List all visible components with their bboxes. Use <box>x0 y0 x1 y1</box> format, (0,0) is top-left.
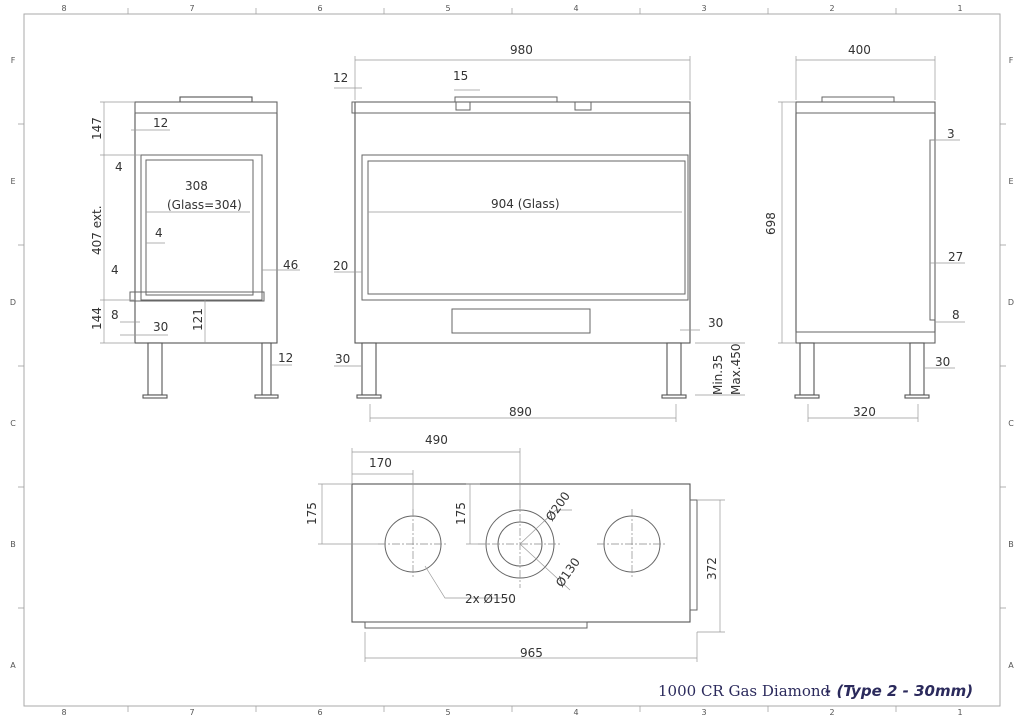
drawing-type: - (Type 2 - 30mm) <box>825 682 973 700</box>
grid-ticks <box>18 8 1006 712</box>
row-label: B <box>1008 540 1014 549</box>
dim-side-glass: (Glass=304) <box>167 198 242 212</box>
dim-side-147: 147 <box>90 117 104 140</box>
dim-end-27: 27 <box>948 250 963 264</box>
row-label: E <box>1008 177 1013 186</box>
dim-end-400: 400 <box>848 43 871 57</box>
side-view <box>100 96 300 399</box>
row-label: A <box>10 661 16 670</box>
dim-side-144: 144 <box>90 307 104 330</box>
dim-plan-150: 2x Ø150 <box>465 592 516 606</box>
dim-side-121: 121 <box>191 308 205 331</box>
column-labels-bottom: 8 7 6 5 4 3 2 1 <box>61 708 962 717</box>
column-label: 2 <box>829 4 834 13</box>
dim-side-407: 407 ext. <box>90 205 104 255</box>
dim-front-30b: 30 <box>335 352 350 366</box>
dim-side-46: 46 <box>283 258 298 272</box>
dim-side-4b: 4 <box>155 226 163 240</box>
dim-plan-175a: 175 <box>305 502 319 525</box>
column-label: 8 <box>61 4 66 13</box>
dim-side-12b: 12 <box>278 351 293 365</box>
column-label: 3 <box>701 708 706 717</box>
row-label: D <box>10 298 16 307</box>
row-label: F <box>11 56 16 65</box>
dim-end-320: 320 <box>853 405 876 419</box>
column-label: 5 <box>445 4 450 13</box>
row-label: D <box>1008 298 1014 307</box>
dim-front-980: 980 <box>510 43 533 57</box>
row-label: E <box>10 177 15 186</box>
column-label: 1 <box>957 708 962 717</box>
row-label: B <box>10 540 16 549</box>
column-label: 5 <box>445 708 450 717</box>
dim-plan-175b: 175 <box>454 502 468 525</box>
dim-plan-170: 170 <box>369 456 392 470</box>
dim-front-max: Max.450 <box>729 343 743 395</box>
dim-side-4a: 4 <box>115 160 123 174</box>
plan-view <box>318 448 725 662</box>
dim-front-12: 12 <box>333 71 348 85</box>
dim-side-308: 308 <box>185 179 208 193</box>
column-label: 6 <box>317 4 322 13</box>
dim-front-904: 904 (Glass) <box>491 197 560 211</box>
column-label: 3 <box>701 4 706 13</box>
dim-front-30a: 30 <box>708 316 723 330</box>
dim-end-30: 30 <box>935 355 950 369</box>
drawing-title: 1000 CR Gas Diamond <box>658 682 831 700</box>
dim-front-15: 15 <box>453 69 468 83</box>
column-label: 8 <box>61 708 66 717</box>
column-label: 1 <box>957 4 962 13</box>
row-label: C <box>10 419 16 428</box>
dim-side-8: 8 <box>111 308 119 322</box>
dim-side-12: 12 <box>153 116 168 130</box>
dim-front-20: 20 <box>333 259 348 273</box>
dim-end-3: 3 <box>947 127 955 141</box>
grid-tick-marks <box>18 8 1006 712</box>
dim-side-30: 30 <box>153 320 168 334</box>
column-label: 6 <box>317 708 322 717</box>
end-view <box>778 56 965 422</box>
dim-plan-490: 490 <box>425 433 448 447</box>
row-label: C <box>1008 419 1014 428</box>
dim-end-698: 698 <box>764 212 778 235</box>
column-label: 4 <box>573 4 578 13</box>
column-label: 7 <box>189 4 194 13</box>
row-labels-left: F E D C B A <box>10 56 16 670</box>
dim-front-890: 890 <box>509 405 532 419</box>
dim-plan-372: 372 <box>705 557 719 580</box>
column-labels-top: 8 7 6 5 4 3 2 1 <box>61 4 962 13</box>
dim-side-4c: 4 <box>111 263 119 277</box>
row-label: A <box>1008 661 1014 670</box>
column-label: 2 <box>829 708 834 717</box>
column-label: 7 <box>189 708 194 717</box>
dim-front-min: Min.35 <box>711 355 725 395</box>
dim-end-8: 8 <box>952 308 960 322</box>
dim-plan-965: 965 <box>520 646 543 660</box>
front-view <box>334 56 745 422</box>
row-labels-right: F E D C B A <box>1008 56 1014 670</box>
row-label: F <box>1009 56 1014 65</box>
column-label: 4 <box>573 708 578 717</box>
